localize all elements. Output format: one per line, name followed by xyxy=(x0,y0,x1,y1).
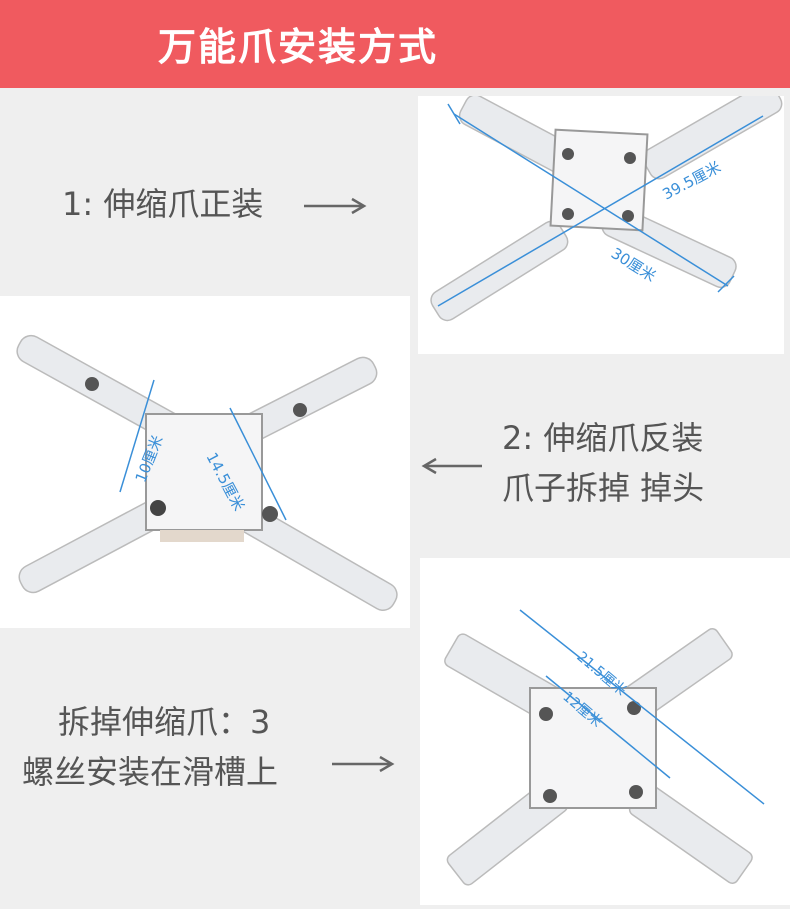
banner-title: 万能爪安装方式 xyxy=(158,25,439,69)
caption-mount-reversed-line1: 2: 伸缩爪反装 xyxy=(502,419,704,457)
photo-mount-slot: 21.5厘米 12厘米 xyxy=(420,558,790,905)
arrow-right-icon xyxy=(304,197,367,215)
caption-mount-slot-line1: 拆掉伸缩爪：3 xyxy=(58,703,271,741)
photo-mount-normal: 39.5厘米 30厘米 xyxy=(418,82,784,354)
caption-mount-slot-line2: 螺丝安装在滑槽上 xyxy=(22,753,279,791)
photo-mount-reversed: 10厘米 14.5厘米 xyxy=(0,296,410,628)
arrow-right-icon xyxy=(332,755,395,773)
caption-mount-normal: 1: 伸缩爪正装 xyxy=(62,185,264,223)
caption-mount-reversed-line2: 爪子拆掉 掉头 xyxy=(502,469,705,507)
arrow-left-icon xyxy=(421,457,482,475)
mount-slot-illustration: 21.5厘米 12厘米 xyxy=(444,609,765,886)
mount-normal-illustration: 39.5厘米 30厘米 xyxy=(430,82,783,322)
title-banner: 万能爪安装方式 xyxy=(0,0,790,88)
mount-reversed-illustration: 10厘米 14.5厘米 xyxy=(16,334,398,611)
